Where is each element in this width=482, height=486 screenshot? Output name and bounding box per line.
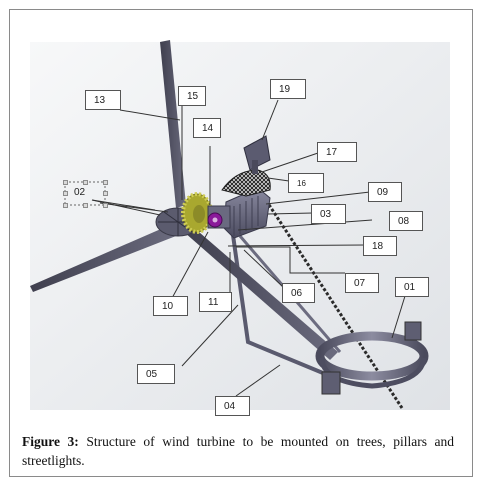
label-15: 15: [178, 86, 206, 106]
label-19: 19: [270, 79, 306, 99]
clamp-ring: [315, 321, 429, 395]
figure-caption: Figure 3: Structure of wind turbine to b…: [22, 432, 454, 470]
selection-handle[interactable]: [103, 203, 108, 208]
label-05: 05: [137, 364, 175, 384]
selection-handle[interactable]: [83, 203, 88, 208]
chain-cable: [256, 187, 404, 409]
label-14: 14: [193, 118, 221, 138]
label-13: 13: [85, 90, 121, 110]
hub-ring-center: [212, 217, 218, 223]
label-16: 16: [288, 173, 324, 193]
label-11: 11: [199, 292, 232, 312]
selection-handle[interactable]: [103, 191, 108, 196]
figure-caption-label: Figure 3:: [22, 434, 79, 449]
label-10: 10: [153, 296, 188, 316]
figure-caption-text: Structure of wind turbine to be mounted …: [22, 434, 454, 468]
label-17: 17: [317, 142, 357, 162]
label-06: 06: [282, 283, 315, 303]
mesh-guard: [221, 169, 271, 197]
blade-lower-right: [184, 226, 338, 360]
selection-handle[interactable]: [63, 191, 68, 196]
blade-lower-left: [30, 225, 176, 292]
label-08: 08: [389, 211, 423, 231]
label-04: 04: [215, 396, 250, 416]
label-03: 03: [311, 204, 346, 224]
leader-lines: [91, 99, 406, 397]
label-02: 02: [74, 187, 86, 198]
label-01: 01: [395, 277, 429, 297]
selection-handle[interactable]: [63, 203, 68, 208]
figure-frame: [9, 9, 473, 477]
label-09: 09: [368, 182, 402, 202]
blade-upper: [160, 40, 186, 208]
tail-vane: [243, 135, 271, 171]
selection-handle[interactable]: [63, 180, 68, 185]
gear: [181, 192, 213, 234]
selection-handle[interactable]: [103, 180, 108, 185]
selection-handle[interactable]: [83, 180, 88, 185]
tail-vane-arm: [252, 160, 258, 174]
label-18: 18: [363, 236, 397, 256]
label-07: 07: [345, 273, 379, 293]
